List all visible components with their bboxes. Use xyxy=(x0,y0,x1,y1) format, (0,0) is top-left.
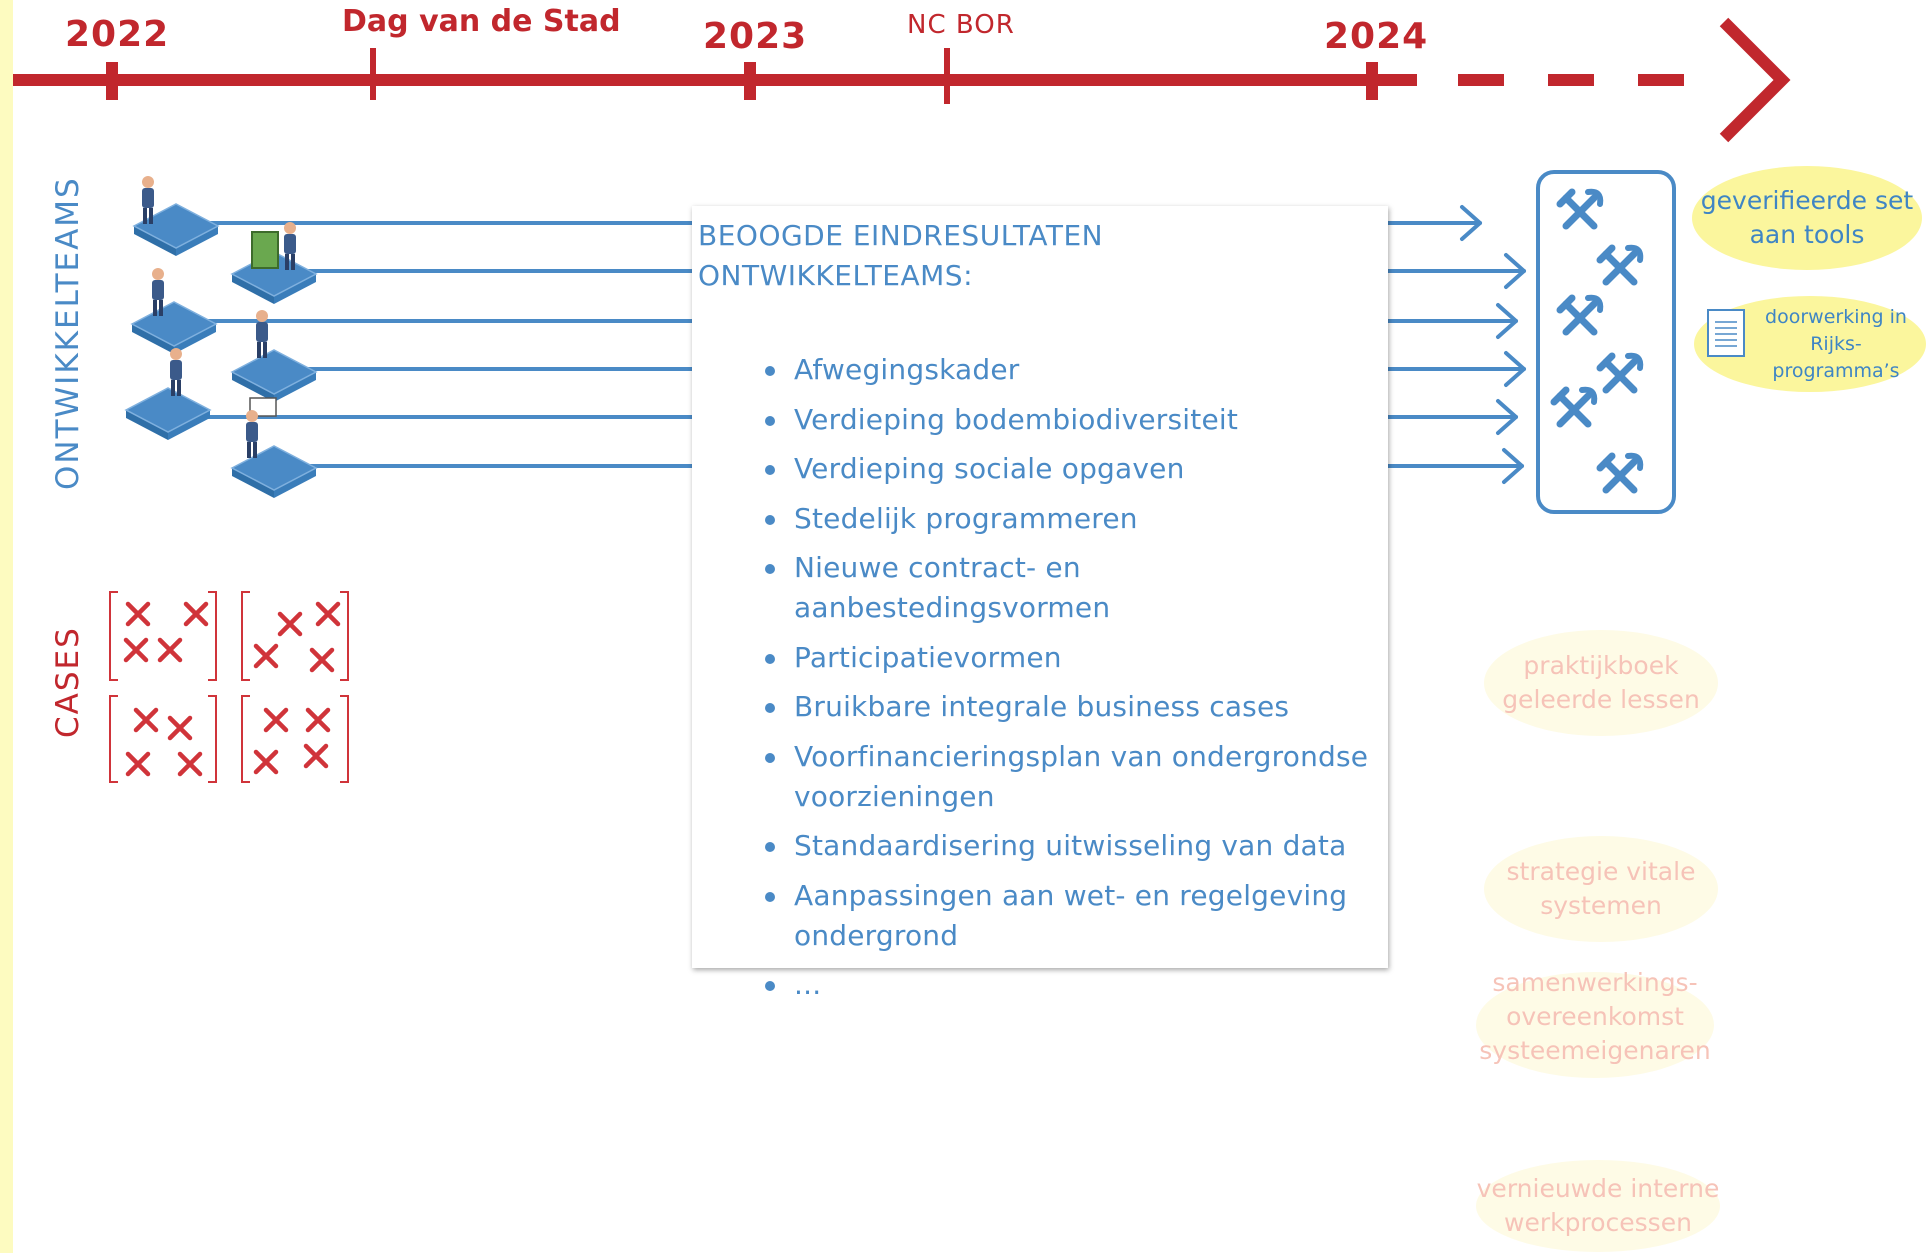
results-callout: BEOOGDE EINDRESULTATEN ONTWIKKELTEAMS: A… xyxy=(692,206,1388,1001)
list-item: Voorfinancieringsplan van ondergrondse v… xyxy=(765,737,1388,817)
outcome-rijks: doorwerking in Rijks- programma’s xyxy=(1765,305,1907,382)
list-item: Verdieping bodembiodiversiteit xyxy=(765,400,1388,440)
outcome-praktijkboek: praktijkboek geleerde lessen xyxy=(1484,630,1718,736)
list-item: Participatievormen xyxy=(765,638,1388,678)
list-item: Nieuwe contract- en aanbestedingsvormen xyxy=(765,548,1388,628)
list-item: Verdieping sociale opgaven xyxy=(765,449,1388,489)
outcome-werkprocessen: vernieuwde interne werkprocessen xyxy=(1476,1160,1720,1252)
person-on-platform-icon xyxy=(125,176,317,499)
side-label-cases: CASES xyxy=(50,626,86,738)
team-lines xyxy=(206,221,692,468)
list-item: Afwegingskader xyxy=(765,350,1388,390)
cases-grid xyxy=(109,591,349,783)
list-item: Standaardisering uitwisseling van data xyxy=(765,826,1388,866)
list-item: Aanpassingen aan wet- en regelgeving ond… xyxy=(765,876,1388,956)
event-label-dag-van-de-stad: Dag van de Stad xyxy=(342,4,621,39)
year-label-2022: 2022 xyxy=(65,14,170,55)
arrow-right-icon xyxy=(1386,205,1526,484)
timeline-axis xyxy=(13,17,1791,143)
left-edge-strip xyxy=(0,0,13,1253)
year-label-2023: 2023 xyxy=(703,16,808,57)
tools-box xyxy=(1536,170,1676,514)
year-label-2024: 2024 xyxy=(1324,16,1429,57)
timeline-ticks xyxy=(106,48,1378,104)
hammer-wrench-icon xyxy=(1554,192,1640,490)
list-item: Stedelijk programmeren xyxy=(765,499,1388,539)
side-label-ontwikkelteams: ONTWIKKELTEAMS xyxy=(50,176,86,490)
x-mark-icon xyxy=(126,604,338,774)
outcome-samenwerking: samenwerkings- overeenkomst systeemeigen… xyxy=(1479,968,1711,1065)
list-item: Bruikbare integrale business cases xyxy=(765,687,1388,727)
results-list: Afwegingskader Verdieping bodembiodivers… xyxy=(698,350,1388,1005)
outcome-tools: geverifieerde set aan tools xyxy=(1692,166,1922,270)
outcome-samenwerking-blob xyxy=(1476,972,1714,1078)
event-label-nc-bor: NC BOR xyxy=(907,10,1015,40)
outcome-strategie: strategie vitale systemen xyxy=(1484,836,1718,942)
document-icon xyxy=(1707,309,1745,357)
list-item: ... xyxy=(765,965,1388,1005)
callout-title: BEOOGDE EINDRESULTATEN ONTWIKKELTEAMS: xyxy=(698,219,1104,292)
